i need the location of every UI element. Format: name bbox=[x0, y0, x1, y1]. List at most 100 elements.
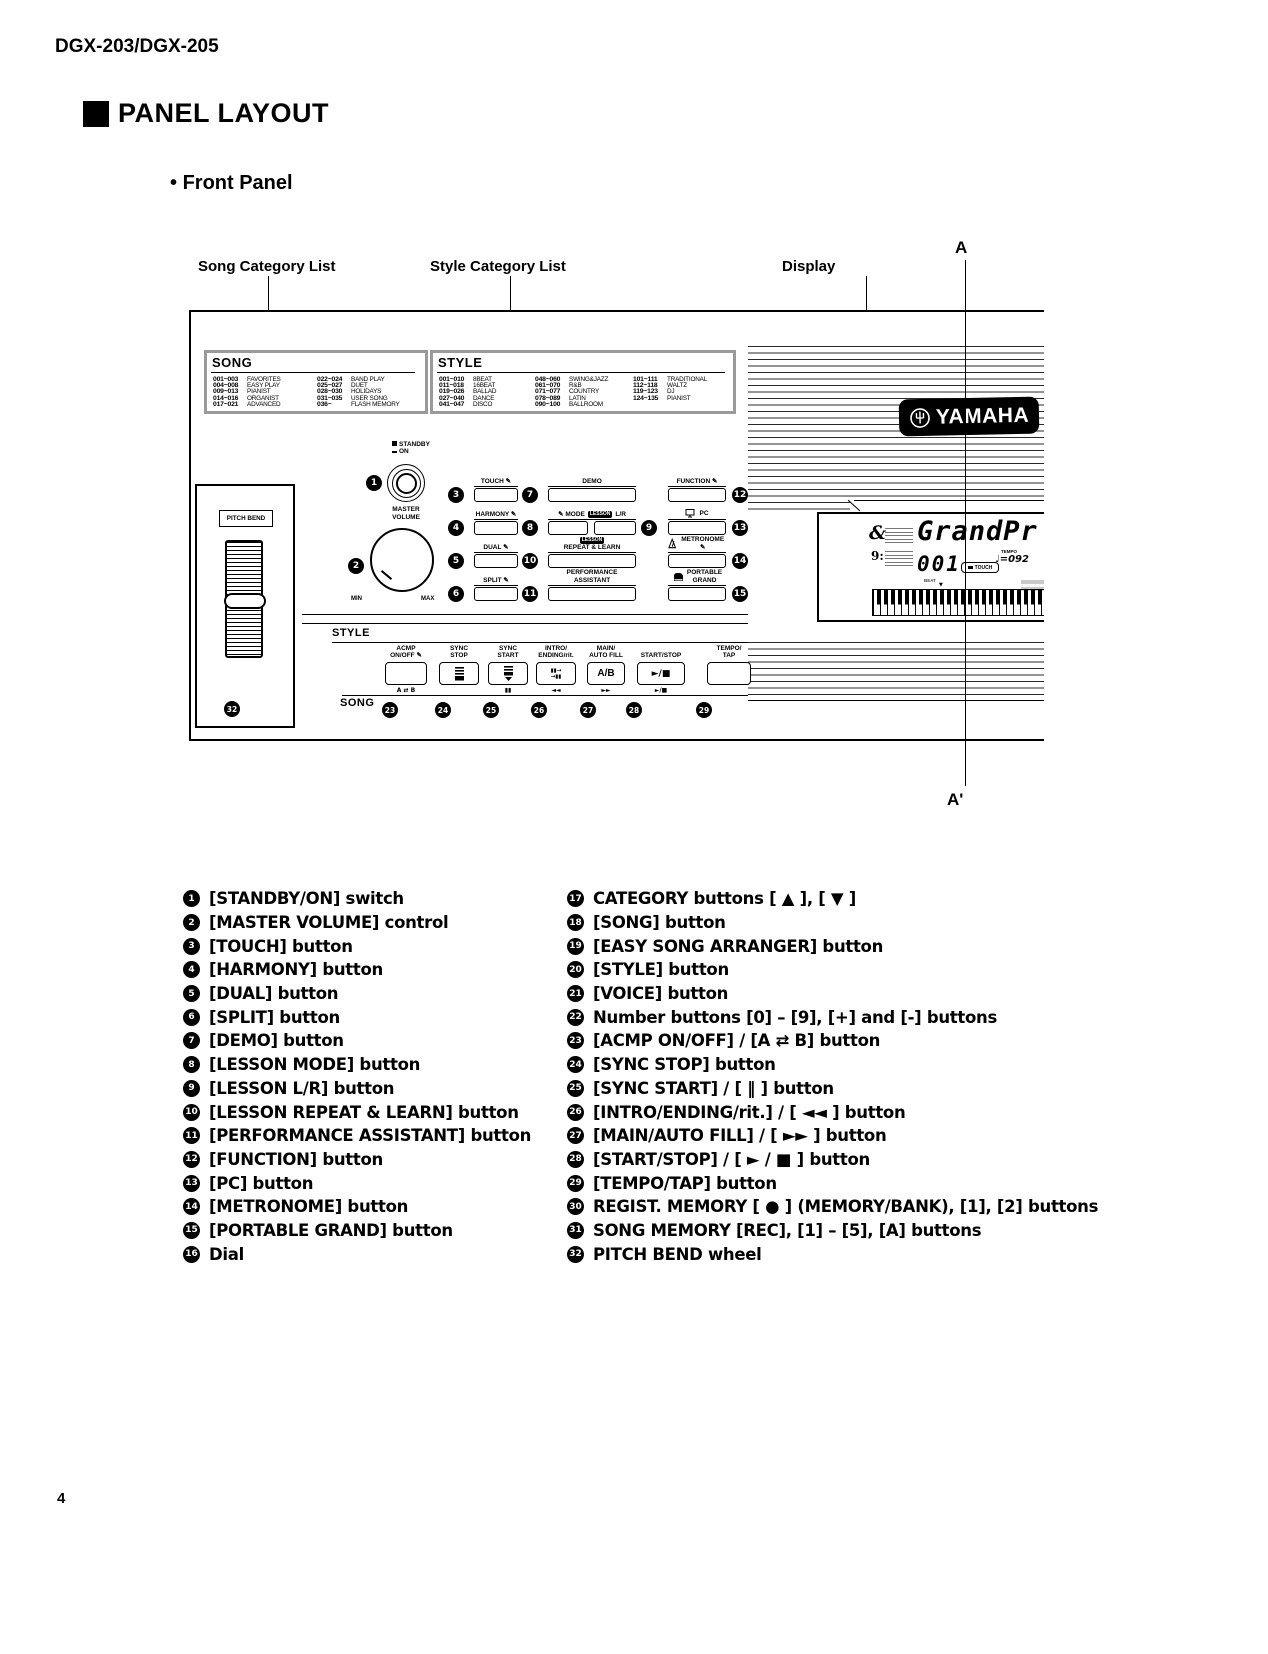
touch-button bbox=[474, 488, 518, 502]
legend-item-text: [LESSON MODE] button bbox=[209, 1055, 421, 1075]
sync-start-icon bbox=[503, 666, 513, 681]
display-bevel-top bbox=[854, 500, 1044, 501]
legend-item-number: 26 bbox=[567, 1103, 584, 1121]
tempo-tap-button bbox=[707, 662, 751, 685]
lcd-key-marker: ▼ bbox=[939, 582, 943, 588]
legend-item-number: 17 bbox=[567, 890, 584, 908]
lesson-badge: LESSON bbox=[587, 510, 613, 518]
legend-item-number: 32 bbox=[567, 1245, 584, 1263]
legend-item-text: [STANDBY/ON] switch bbox=[209, 889, 404, 909]
legend-item: 7 [DEMO] button bbox=[183, 1029, 531, 1053]
lcd-display: & 9: GrandPr 001 TOUCH TEMPO ♩=092 BEAT … bbox=[817, 512, 1044, 622]
legend-item: 29 [TEMPO/TAP] button bbox=[567, 1171, 1098, 1195]
marker-32: 32 bbox=[224, 701, 240, 717]
legend-item: 2 [MASTER VOLUME] control bbox=[183, 911, 531, 935]
legend-item: 21 [VOICE] button bbox=[567, 982, 1098, 1006]
legend-item: 1 [STANDBY/ON] switch bbox=[183, 887, 531, 911]
legend-item-number: 10 bbox=[183, 1103, 200, 1121]
section-line-a bbox=[965, 260, 966, 786]
style-strip-rule bbox=[332, 642, 748, 643]
master-volume-knob bbox=[370, 528, 434, 592]
dual-button-label: DUAL ✎ bbox=[474, 542, 518, 553]
legend-item: 15 [PORTABLE GRAND] button bbox=[183, 1219, 531, 1243]
pitch-bend-label: PITCH BEND bbox=[219, 510, 273, 527]
legend-item-number: 12 bbox=[183, 1150, 200, 1168]
legend-item-number: 27 bbox=[567, 1127, 584, 1145]
split-button-label: SPLIT ✎ bbox=[474, 575, 518, 586]
legend-item-number: 11 bbox=[183, 1127, 200, 1145]
bullet-icon: • bbox=[170, 172, 183, 194]
lcd-touch-indicator: TOUCH bbox=[961, 562, 999, 573]
legend-item: 20 [STYLE] button bbox=[567, 958, 1098, 982]
yamaha-logo-text: YAMAHA bbox=[935, 403, 1030, 429]
pitch-bend-wheel-grip bbox=[224, 593, 266, 609]
bass-clef-glyph: 9: bbox=[871, 549, 884, 563]
legend-item: 14 [METRONOME] button bbox=[183, 1195, 531, 1219]
legend-column-left: 1 [STANDBY/ON] switch 2 [MASTER VOLUME] … bbox=[183, 887, 531, 1266]
sync-start-button bbox=[488, 662, 528, 685]
panel-front-edge-line bbox=[748, 700, 1044, 701]
master-volume-label: MASTER VOLUME bbox=[392, 506, 420, 521]
volume-min-label: MIN bbox=[351, 596, 362, 602]
legend-item-number: 3 bbox=[183, 937, 200, 955]
marker-11: 11 bbox=[522, 586, 538, 602]
marker-6: 6 bbox=[448, 586, 464, 602]
legend-item-number: 1 bbox=[183, 890, 200, 908]
legend-item-text: [MASTER VOLUME] control bbox=[209, 913, 449, 933]
separator-line-1 bbox=[302, 614, 748, 615]
touch-button-label: TOUCH ✎ bbox=[474, 476, 518, 487]
legend-item-text: [TOUCH] button bbox=[209, 936, 353, 956]
grand-piano-icon bbox=[673, 572, 683, 581]
page-number: 4 bbox=[57, 1490, 66, 1507]
legend-item-number: 9 bbox=[183, 1079, 200, 1097]
performance-assistant-label: PERFORMANCE ASSISTANT bbox=[548, 568, 636, 586]
legend-item-number: 14 bbox=[183, 1198, 200, 1216]
song-box-title: SONG bbox=[212, 355, 253, 370]
legend-item: 32 PITCH BEND wheel bbox=[567, 1242, 1098, 1266]
legend-item: 8 [LESSON MODE] button bbox=[183, 1053, 531, 1077]
legend-item-text: [VOICE] button bbox=[593, 984, 729, 1004]
legend-item: 26 [INTRO/ENDING/rit.] / [ ◄◄ ] button bbox=[567, 1100, 1098, 1124]
dual-button bbox=[474, 554, 518, 568]
marker-14: 14 bbox=[732, 553, 748, 569]
legend-item-number: 13 bbox=[183, 1174, 200, 1192]
section-marker-a: A bbox=[955, 238, 968, 257]
legend-item: 31 SONG MEMORY [REC], [1] – [5], [A] but… bbox=[567, 1219, 1098, 1243]
demo-button-label: DEMO bbox=[548, 476, 636, 487]
legend-item-number: 4 bbox=[183, 961, 200, 979]
legend-item-number: 8 bbox=[183, 1056, 200, 1074]
legend-item-text: [SPLIT] button bbox=[209, 1007, 340, 1027]
legend-item: 6 [SPLIT] button bbox=[183, 1005, 531, 1029]
style-box-rule bbox=[437, 372, 725, 373]
legend-item: 24 [SYNC STOP] button bbox=[567, 1053, 1098, 1077]
sub-label-pause: ▮▮ bbox=[504, 687, 512, 694]
song-range-item: 036~FLASH MEMORY bbox=[317, 401, 400, 409]
callout-song-category-list: Song Category List bbox=[198, 258, 336, 275]
legend-item-text: [PORTABLE GRAND] button bbox=[209, 1220, 453, 1240]
volume-max-label: MAX bbox=[421, 596, 435, 602]
legend-item-number: 6 bbox=[183, 1008, 200, 1026]
pitch-bend-wheel bbox=[224, 540, 266, 658]
legend-item-text: [DEMO] button bbox=[209, 1031, 344, 1051]
lesson-badge: LESSON bbox=[579, 536, 605, 544]
legend-item-text: [SYNC STOP] button bbox=[593, 1055, 776, 1075]
pc-button bbox=[668, 521, 726, 535]
lcd-beat-label: BEAT bbox=[924, 578, 936, 583]
legend-item-text: Dial bbox=[209, 1244, 244, 1264]
portable-grand-button bbox=[668, 587, 726, 601]
marker-5: 5 bbox=[448, 553, 464, 569]
